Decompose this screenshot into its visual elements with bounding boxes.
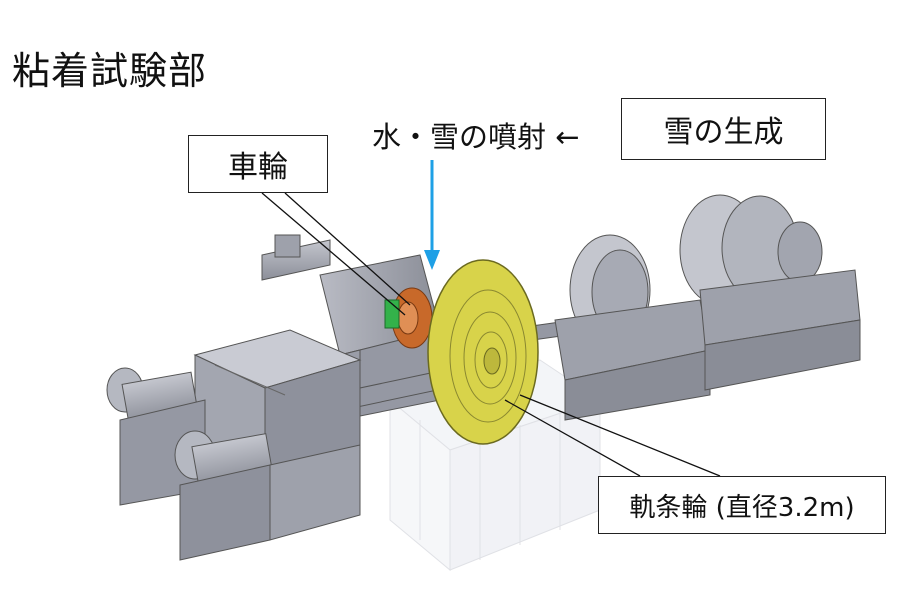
wheel-label: 車輪 — [228, 150, 288, 185]
spray-text: 水・雪の噴射 — [372, 120, 547, 154]
rail-wheel-label: 軌条輪 (直径3.2m) — [629, 492, 855, 523]
page-title: 粘着試験部 — [12, 49, 208, 93]
motor-upper-left — [106, 367, 206, 506]
rail-leader-line — [519, 394, 721, 477]
left-arrow-icon: ← — [555, 120, 580, 154]
snow-generation-label: 雪の生成 — [663, 115, 784, 150]
test-wheel — [384, 287, 433, 349]
spray-label: 水・雪の噴射 ← — [372, 114, 580, 156]
wheel-label-box: 車輪 — [188, 135, 328, 193]
generator-unit-middle — [554, 234, 711, 421]
rail-wheel-label-box: 軌条輪 (直径3.2m) — [598, 476, 886, 534]
rail-leader-line-2 — [504, 399, 641, 477]
spray-arrow — [424, 160, 440, 270]
snow-generation-box: 雪の生成 — [621, 98, 826, 160]
wheel-leader-line-2 — [284, 192, 411, 306]
generator-unit-right — [679, 194, 861, 391]
rail-wheel-disc — [427, 259, 539, 445]
wheel-leader-line — [261, 192, 406, 316]
motor-lower-left — [174, 430, 361, 561]
